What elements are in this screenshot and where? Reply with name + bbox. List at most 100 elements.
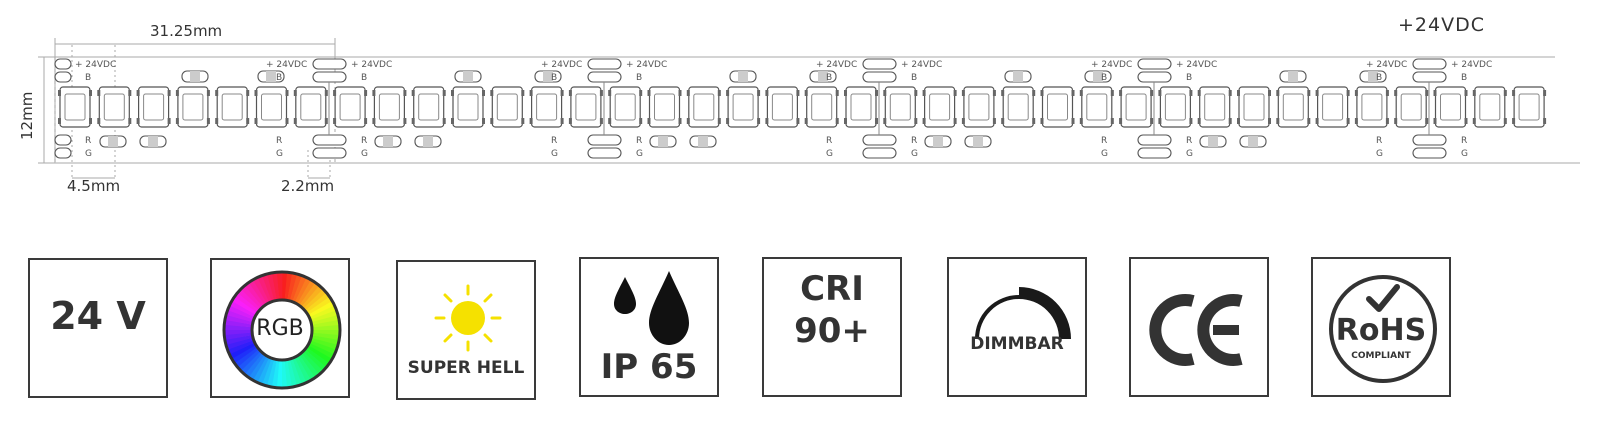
pad-label-red: R bbox=[1101, 136, 1107, 146]
pad-label-red: R bbox=[361, 136, 367, 146]
led-chip bbox=[804, 86, 839, 128]
pad-label-voltage: + 24VDC bbox=[541, 60, 582, 70]
resistor bbox=[1279, 70, 1307, 83]
resistor bbox=[99, 135, 127, 148]
pad-label-red: R bbox=[826, 136, 832, 146]
pad-label-green: G bbox=[85, 149, 92, 159]
pad-label-green: G bbox=[276, 149, 283, 159]
rgb-ring-icon bbox=[222, 270, 342, 390]
resistor bbox=[454, 70, 482, 83]
pad-label-voltage: + 24VDC bbox=[75, 60, 116, 70]
rgb-ring-segment bbox=[301, 351, 323, 374]
rgb-ring-segment bbox=[232, 345, 257, 363]
rgb-ring-segment bbox=[310, 305, 336, 320]
led-chip bbox=[1197, 86, 1232, 128]
pad-label-red: R bbox=[636, 136, 642, 146]
led-chip bbox=[686, 86, 721, 128]
resistor bbox=[1199, 135, 1227, 148]
pad-label-blue: B bbox=[276, 73, 282, 83]
rgb-ring-segment bbox=[311, 310, 338, 323]
rohs-seal-icon bbox=[1329, 275, 1437, 383]
rgb-ring-segment bbox=[294, 356, 311, 382]
led-chip bbox=[1040, 86, 1075, 128]
segment-length-label: 31.25mm bbox=[150, 22, 222, 40]
badge-rgb-label: RGB bbox=[256, 316, 304, 341]
led-chip bbox=[451, 86, 485, 128]
pad-label-voltage: + 24VDC bbox=[901, 60, 942, 70]
led-chip bbox=[1472, 86, 1507, 128]
led-chip bbox=[1001, 86, 1036, 128]
pad-label-green: G bbox=[1186, 149, 1193, 159]
pad-label-red: R bbox=[1376, 136, 1382, 146]
badge-super-hell-label: SUPER HELL bbox=[407, 358, 525, 378]
led-chip bbox=[333, 86, 368, 128]
led-chip bbox=[883, 86, 918, 128]
rgb-ring-segment bbox=[289, 359, 302, 386]
pad-label-green: G bbox=[911, 149, 918, 159]
led-chip bbox=[765, 86, 800, 128]
rgb-ring-segment bbox=[230, 301, 256, 317]
badge-rohs-sublabel: COMPLIANT bbox=[1351, 351, 1411, 361]
badge-rgb: RGB bbox=[210, 258, 350, 398]
rgb-ring-segment bbox=[290, 274, 302, 301]
led-chip bbox=[1079, 86, 1114, 128]
led-chip bbox=[608, 86, 643, 128]
pad-label-red: R bbox=[911, 136, 917, 146]
resistor bbox=[1359, 70, 1387, 83]
rgb-ring-segment bbox=[311, 315, 339, 325]
rgb-ring-segment bbox=[262, 359, 274, 386]
led-chip bbox=[411, 86, 446, 128]
led-chip bbox=[726, 86, 761, 128]
resistor bbox=[924, 135, 952, 148]
pad-label-voltage: + 24VDC bbox=[1366, 60, 1407, 70]
led-chip bbox=[254, 86, 289, 128]
rgb-ring-segment bbox=[311, 338, 338, 350]
rgb-ring-segment bbox=[292, 276, 307, 303]
led-chip bbox=[844, 86, 878, 128]
resistor bbox=[1084, 70, 1112, 83]
pad-label-voltage: + 24VDC bbox=[266, 60, 307, 70]
rgb-ring-segment bbox=[241, 351, 263, 374]
resistor bbox=[729, 70, 757, 83]
strip-width-label: 12mm bbox=[18, 92, 36, 140]
rgb-ring-segment bbox=[308, 343, 334, 359]
cut-point-pads: + 24VDC B RG bbox=[54, 58, 116, 159]
rgb-ring-segment bbox=[262, 274, 275, 301]
rgb-ring-segment bbox=[277, 273, 283, 300]
rgb-ring-segment bbox=[267, 273, 277, 301]
led-chip bbox=[1276, 86, 1311, 128]
badge-dimmable: DIMMBAR bbox=[947, 257, 1087, 397]
led-chips bbox=[58, 86, 1547, 128]
rgb-ring-segment bbox=[253, 356, 269, 382]
pad-label-green: G bbox=[636, 149, 643, 159]
pad-label-blue: B bbox=[1186, 73, 1192, 83]
badge-super-hell: SUPER HELL bbox=[396, 260, 536, 400]
pad-label-blue: B bbox=[911, 73, 917, 83]
rgb-ring-segment bbox=[249, 280, 267, 305]
pad-label-voltage: + 24VDC bbox=[626, 60, 667, 70]
pad-label-blue: B bbox=[85, 73, 91, 83]
rgb-ring-segment bbox=[299, 283, 320, 307]
rgb-ring-segment bbox=[238, 349, 261, 371]
pad-label-blue: B bbox=[1376, 73, 1382, 83]
resistor bbox=[374, 135, 402, 148]
pad-gap-label: 2.2mm bbox=[281, 177, 334, 195]
pad-label-red: R bbox=[1461, 136, 1467, 146]
led-chip bbox=[1433, 86, 1468, 128]
pad-label-red: R bbox=[85, 136, 91, 146]
led-chip bbox=[1394, 86, 1429, 128]
rgb-ring-segment bbox=[225, 335, 253, 345]
resistor bbox=[139, 135, 167, 148]
rgb-ring-segment bbox=[225, 329, 252, 335]
pad-label-green: G bbox=[1376, 149, 1383, 159]
badge-dimmable-label: DIMMBAR bbox=[970, 334, 1064, 354]
pad-label-voltage: + 24VDC bbox=[1091, 60, 1132, 70]
badge-ce bbox=[1129, 257, 1269, 397]
led-strip-drawing: 31.25mm 12mm 4.5mm 2.2mm +24VDC + 24VDCB… bbox=[18, 14, 1580, 195]
pad-label-green: G bbox=[551, 149, 558, 159]
pad-label-blue: B bbox=[826, 73, 832, 83]
dimmer-arc-icon bbox=[975, 287, 1071, 340]
